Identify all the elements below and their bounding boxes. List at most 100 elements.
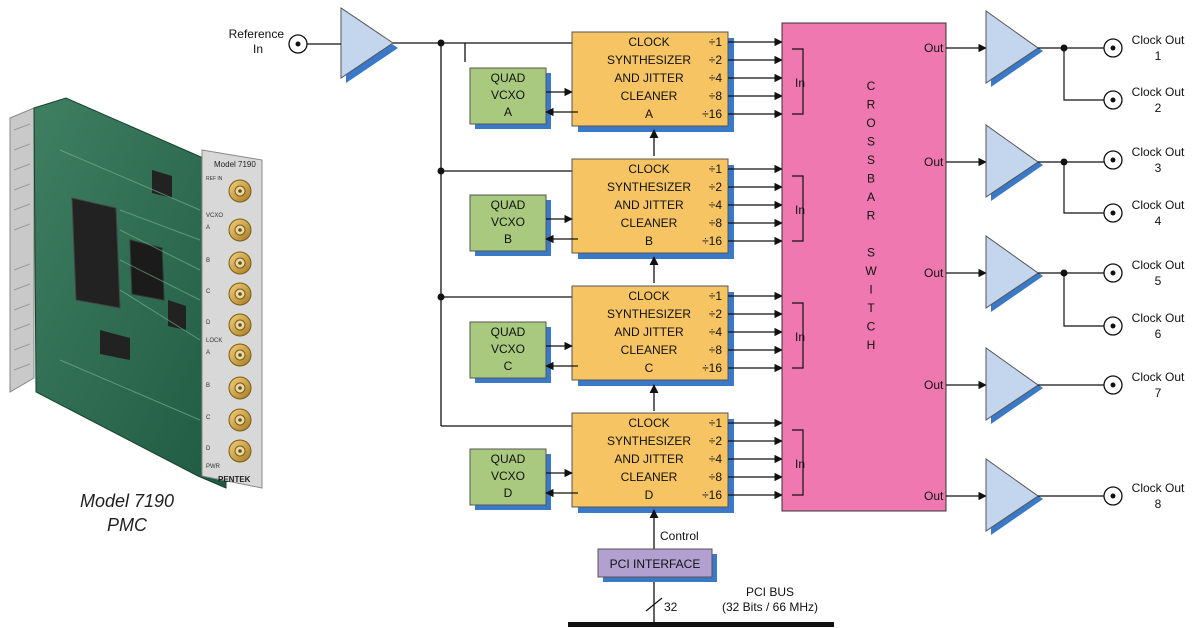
- board-slot-letter: D: [206, 446, 211, 452]
- crossbar-in-label: In: [795, 76, 805, 90]
- clock-out-number: 4: [1155, 214, 1162, 228]
- sma-connector-icon: [229, 180, 251, 202]
- clock-out-number: 5: [1155, 274, 1162, 288]
- sma-connector-icon: [229, 344, 251, 366]
- divider-label: ÷16: [702, 488, 722, 502]
- divider-label: ÷16: [702, 234, 722, 248]
- divider-label: ÷8: [709, 216, 723, 230]
- synth-block-label: CLOCK: [628, 416, 669, 430]
- sma-connector-icon: [229, 377, 251, 399]
- crossbar-in-label: In: [795, 330, 805, 344]
- synth-block-label: CLOCK: [628, 35, 669, 49]
- crossbar-title-letter: I: [869, 283, 872, 297]
- control-label: Control: [660, 529, 699, 543]
- board-slot-letter: B: [206, 258, 210, 264]
- synth-block-label: AND JITTER: [614, 198, 684, 212]
- clock-out-connector-icon: [1104, 91, 1122, 109]
- vcxo-block-label: D: [504, 486, 513, 500]
- divider-label: ÷2: [709, 180, 723, 194]
- crossbar-out-label: Out: [924, 378, 944, 392]
- crossbar-title-letter: S: [867, 153, 875, 167]
- clock-out-label: Clock Out: [1132, 198, 1185, 212]
- crossbar-title-letter: C: [867, 79, 876, 93]
- clock-out-connector-icon: [1104, 39, 1122, 57]
- bus-width-label: 32: [664, 600, 678, 614]
- pmc-board-image: Model 7190 REF IN VCXO LOCK PWR PENTEK A…: [10, 98, 262, 488]
- synth-block-label: SYNTHESIZER: [607, 53, 691, 67]
- reference-in-label-line2: In: [253, 42, 263, 56]
- clock-out-wire: [1064, 273, 1104, 326]
- synth-block-label: AND JITTER: [614, 71, 684, 85]
- crossbar-title-letter: A: [867, 190, 875, 204]
- divider-label: ÷4: [709, 452, 723, 466]
- pci-bus-bar: [568, 622, 834, 627]
- synth-block-label: CLEANER: [621, 343, 678, 357]
- reference-buffer-amp: [341, 8, 398, 83]
- divider-label: ÷8: [709, 470, 723, 484]
- crossbar-title-letter: T: [867, 301, 875, 315]
- sma-connector-icon: [229, 314, 251, 336]
- model-caption-line2: PMC: [107, 515, 148, 535]
- divider-label: ÷8: [709, 89, 723, 103]
- divider-label: ÷1: [709, 289, 723, 303]
- clock-out-label: Clock Out: [1132, 33, 1185, 47]
- clock-out-number: 7: [1155, 386, 1162, 400]
- vcxo-block-label: VCXO: [491, 342, 525, 356]
- sma-connector-icon: [229, 409, 251, 431]
- synth-block-label: CLEANER: [621, 470, 678, 484]
- clock-out-number: 3: [1155, 161, 1162, 175]
- crossbar-title-letter: R: [867, 98, 876, 112]
- vcxo-block-label: QUAD: [491, 71, 526, 85]
- synth-block-label: AND JITTER: [614, 325, 684, 339]
- reference-in-label-line1: Reference: [229, 27, 285, 41]
- vcxo-block-label: C: [504, 359, 513, 373]
- pci-interface-label: PCI INTERFACE: [610, 557, 701, 571]
- synth-block-label: SYNTHESIZER: [607, 434, 691, 448]
- board-pwr-text: PWR: [206, 464, 221, 470]
- pci-bus-label-line1: PCI BUS: [746, 585, 794, 599]
- divider-label: ÷1: [709, 162, 723, 176]
- divider-label: ÷8: [709, 343, 723, 357]
- divider-label: ÷16: [702, 361, 722, 375]
- pci-bus-label-line2: (32 Bits / 66 MHz): [722, 600, 818, 614]
- board-slot-letter: B: [206, 383, 210, 389]
- clock-out-wire: [1064, 48, 1104, 100]
- board-vcxo-text: VCXO: [206, 213, 223, 219]
- clock-out-connector-icon: [1104, 376, 1122, 394]
- synth-block-label: CLEANER: [621, 89, 678, 103]
- board-slot-letter: A: [206, 350, 210, 356]
- board-lock-text: LOCK: [206, 338, 222, 344]
- clock-out-number: 2: [1155, 101, 1162, 115]
- clock-out-connector-icon: [1104, 204, 1122, 222]
- synth-block-label: AND JITTER: [614, 452, 684, 466]
- crossbar-out-label: Out: [924, 155, 944, 169]
- vcxo-block-label: VCXO: [491, 215, 525, 229]
- clock-out-label: Clock Out: [1132, 370, 1185, 384]
- synth-block-label: SYNTHESIZER: [607, 180, 691, 194]
- clock-out-label: Clock Out: [1132, 311, 1185, 325]
- divider-label: ÷4: [709, 71, 723, 85]
- synth-block-label: C: [645, 361, 654, 375]
- vcxo-block-label: QUAD: [491, 325, 526, 339]
- divider-label: ÷2: [709, 434, 723, 448]
- divider-label: ÷2: [709, 53, 723, 67]
- board-brand-text: PENTEK: [218, 475, 251, 484]
- divider-label: ÷4: [709, 198, 723, 212]
- crossbar-title-letter: S: [867, 246, 875, 260]
- crossbar-title-letter: H: [867, 338, 876, 352]
- board-model-text: Model 7190: [214, 160, 256, 169]
- crossbar-out-label: Out: [924, 266, 944, 280]
- synth-block-label: CLOCK: [628, 162, 669, 176]
- vcxo-block-label: VCXO: [491, 88, 525, 102]
- vcxo-block-label: VCXO: [491, 469, 525, 483]
- synth-block-label: CLEANER: [621, 216, 678, 230]
- model-caption-line1: Model 7190: [80, 491, 174, 511]
- clock-out-label: Clock Out: [1132, 258, 1185, 272]
- board-slot-letter: D: [206, 320, 211, 326]
- board-slot-letter: C: [206, 289, 211, 295]
- junction-dot: [438, 40, 445, 47]
- divider-label: ÷2: [709, 307, 723, 321]
- clock-out-label: Clock Out: [1132, 85, 1185, 99]
- crossbar-title-letter: W: [865, 264, 877, 278]
